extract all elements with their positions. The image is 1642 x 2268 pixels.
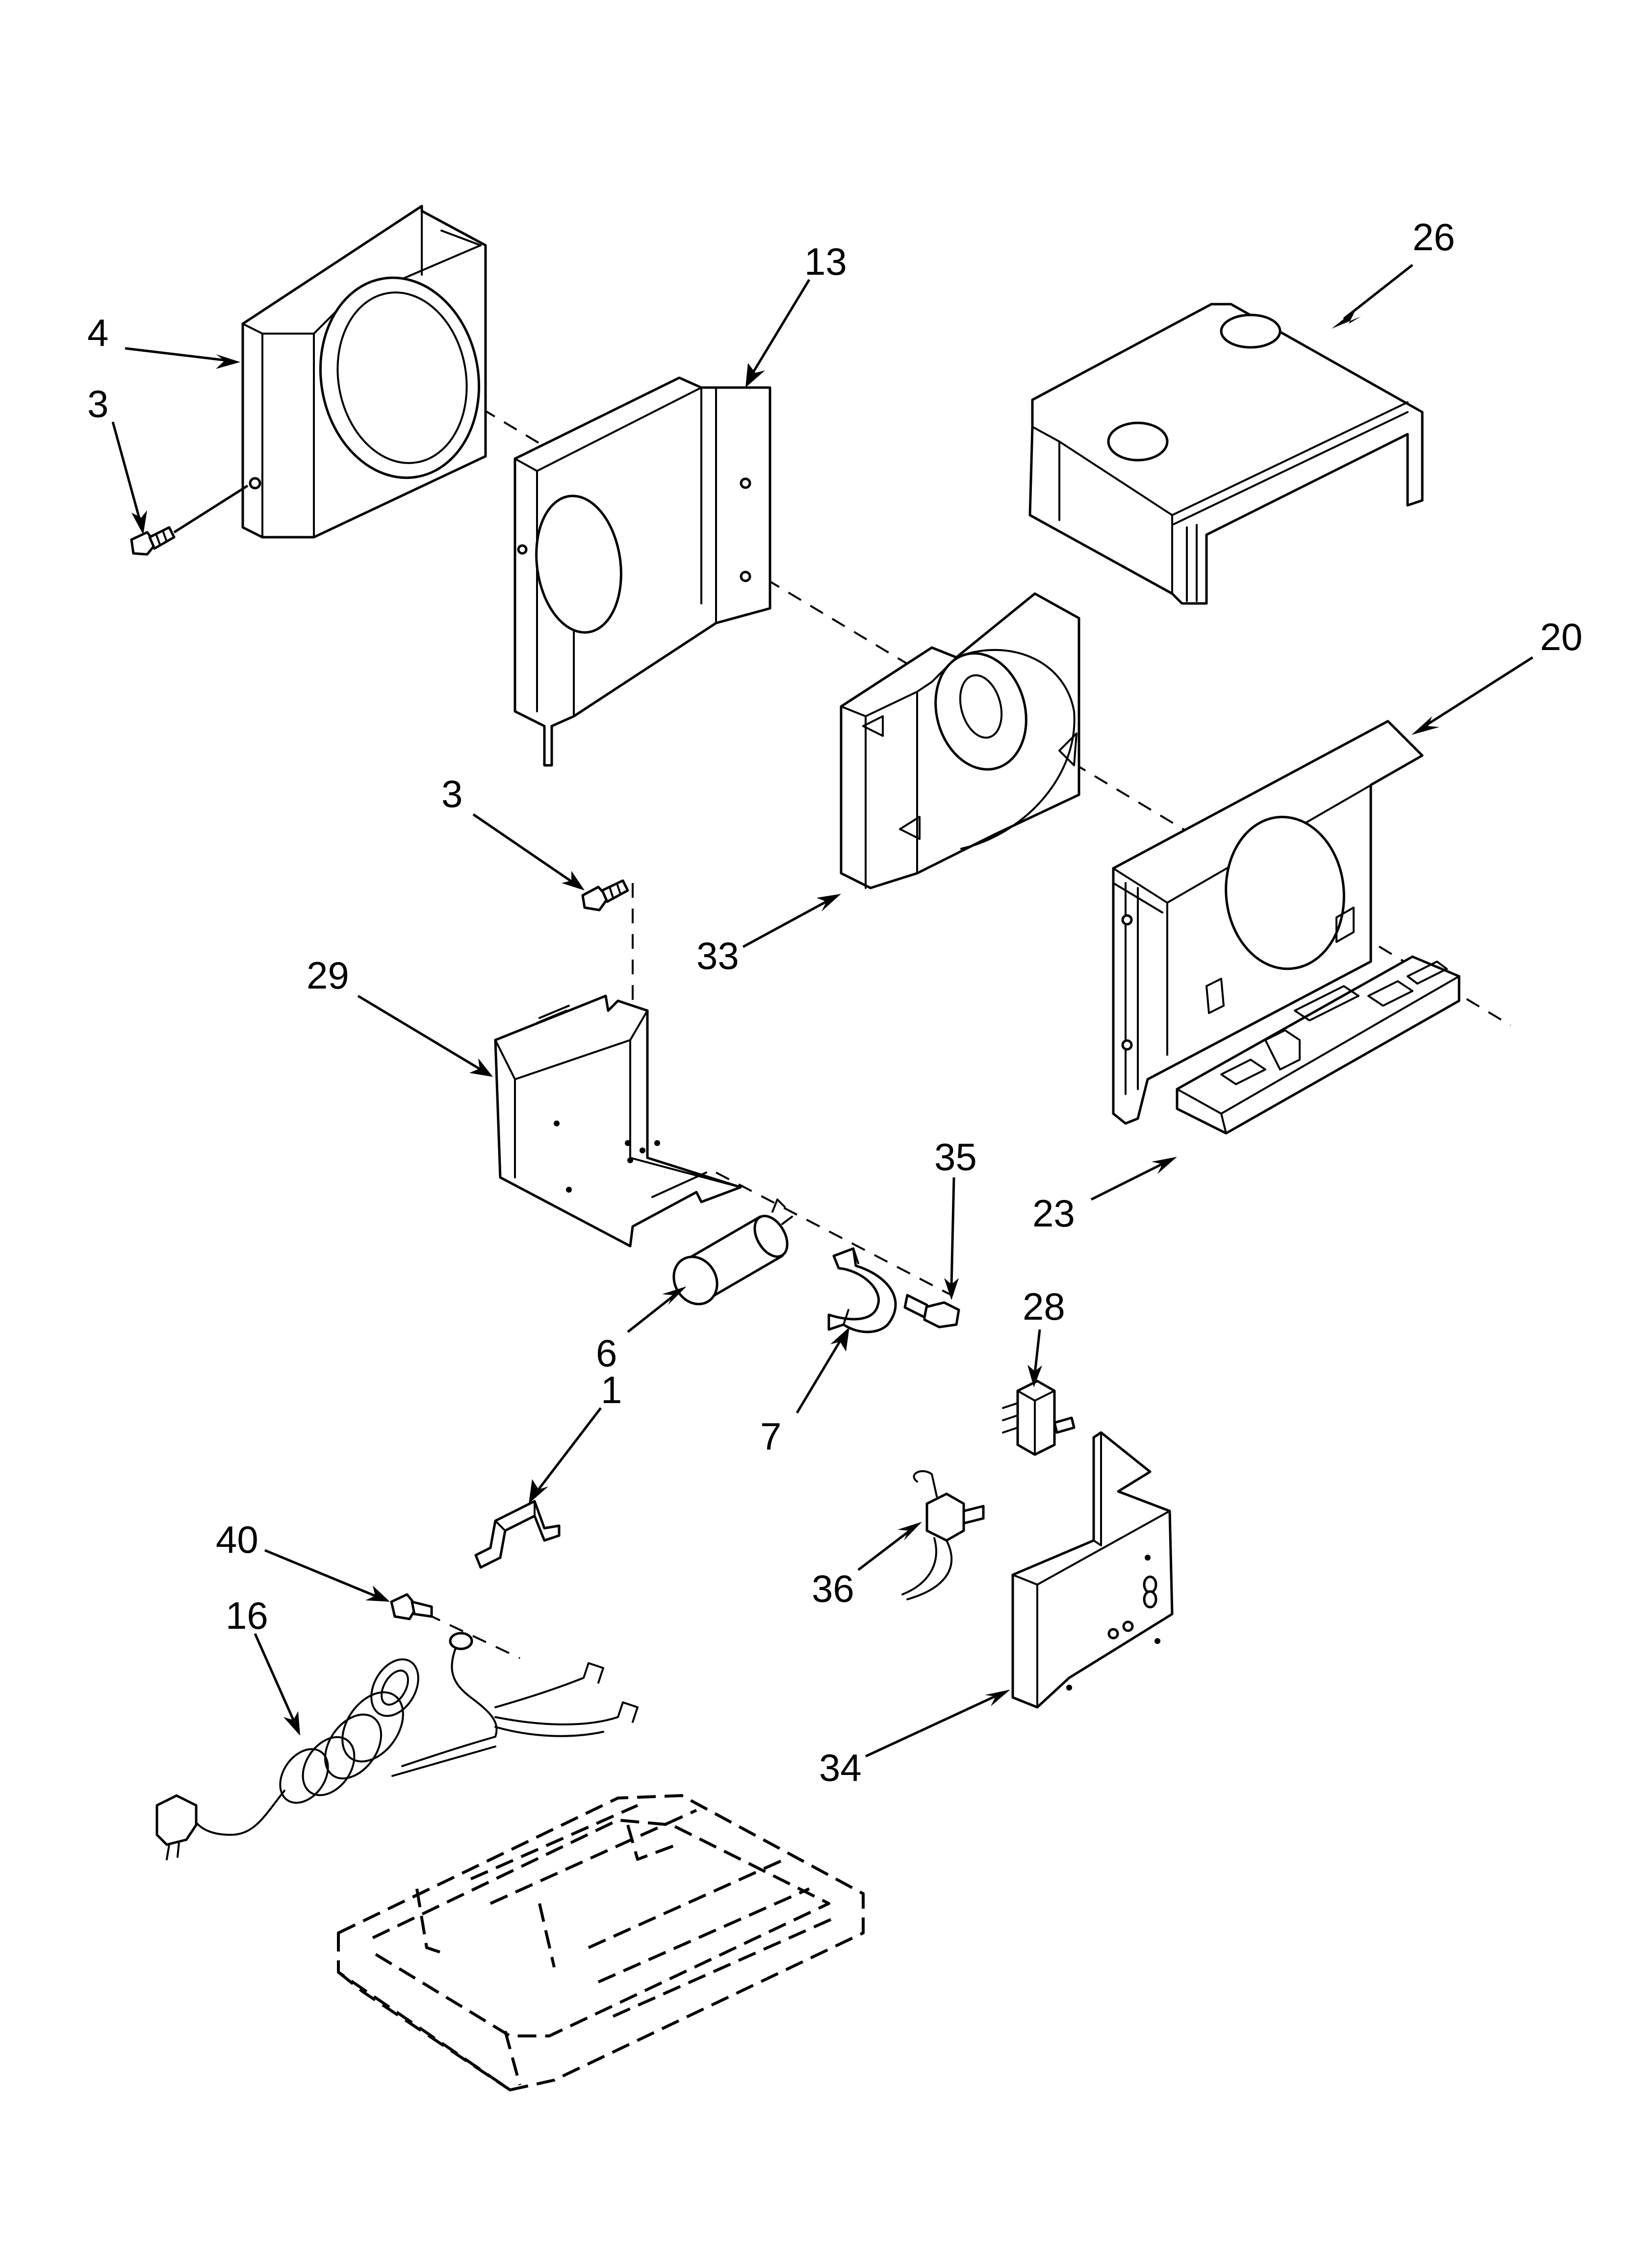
callout-7: 7: [760, 1415, 781, 1458]
callout-33: 33: [696, 934, 739, 977]
base-pan-phantom: [337, 1794, 865, 2091]
part-13-orifice-shroud: [513, 376, 771, 767]
leader-lines: [111, 264, 1534, 1758]
part-33-blower-housing: [840, 592, 1080, 889]
part-34-control-bracket: [1011, 1431, 1174, 1709]
capacitor-axis-line: [716, 1172, 952, 1296]
callout-28: 28: [1023, 1285, 1065, 1328]
part-23-channel-bracket: [1176, 955, 1461, 1135]
callout-40: 40: [216, 1518, 258, 1561]
callout-35: 35: [934, 1135, 977, 1178]
part-20-mounting-panel: [1112, 720, 1424, 1125]
callout-labels: 26 13 4 3 20 3 33 29 35 23 28 6 1 7 40 3…: [87, 215, 1583, 1789]
part-4-shroud-panel: [241, 205, 487, 539]
part-3-screw-upper: [130, 526, 176, 556]
callout-3-lower: 3: [441, 772, 462, 815]
callout-16: 16: [226, 1594, 268, 1637]
part-3-screw-lower: [581, 879, 629, 912]
part-28-selector-switch: [1002, 1380, 1076, 1456]
callout-29: 29: [307, 954, 349, 997]
callout-4: 4: [87, 311, 108, 354]
callout-1: 1: [601, 1368, 622, 1411]
callout-26: 26: [1412, 215, 1455, 259]
part-7-capacitor-clamp: [827, 1247, 897, 1333]
part-40-ground-screw: [390, 1593, 433, 1620]
part-6-capacitor: [672, 1199, 793, 1305]
callout-6: 6: [596, 1331, 617, 1375]
ground-axis-line: [426, 1613, 520, 1659]
callout-3-upper: 3: [87, 382, 108, 425]
callout-34: 34: [819, 1746, 862, 1789]
part-1-clamp: [474, 1500, 561, 1569]
callout-20: 20: [1540, 615, 1583, 658]
part-16-power-cord: [155, 1632, 639, 1860]
part-35-screw: [903, 1294, 960, 1329]
part-29-control-bracket: [494, 994, 742, 1248]
callout-23: 23: [1032, 1192, 1075, 1235]
callout-36: 36: [812, 1567, 854, 1610]
part-36-thermostat: [901, 1470, 985, 1600]
callout-13: 13: [804, 240, 847, 283]
part-26-top-cover: [1028, 303, 1424, 605]
